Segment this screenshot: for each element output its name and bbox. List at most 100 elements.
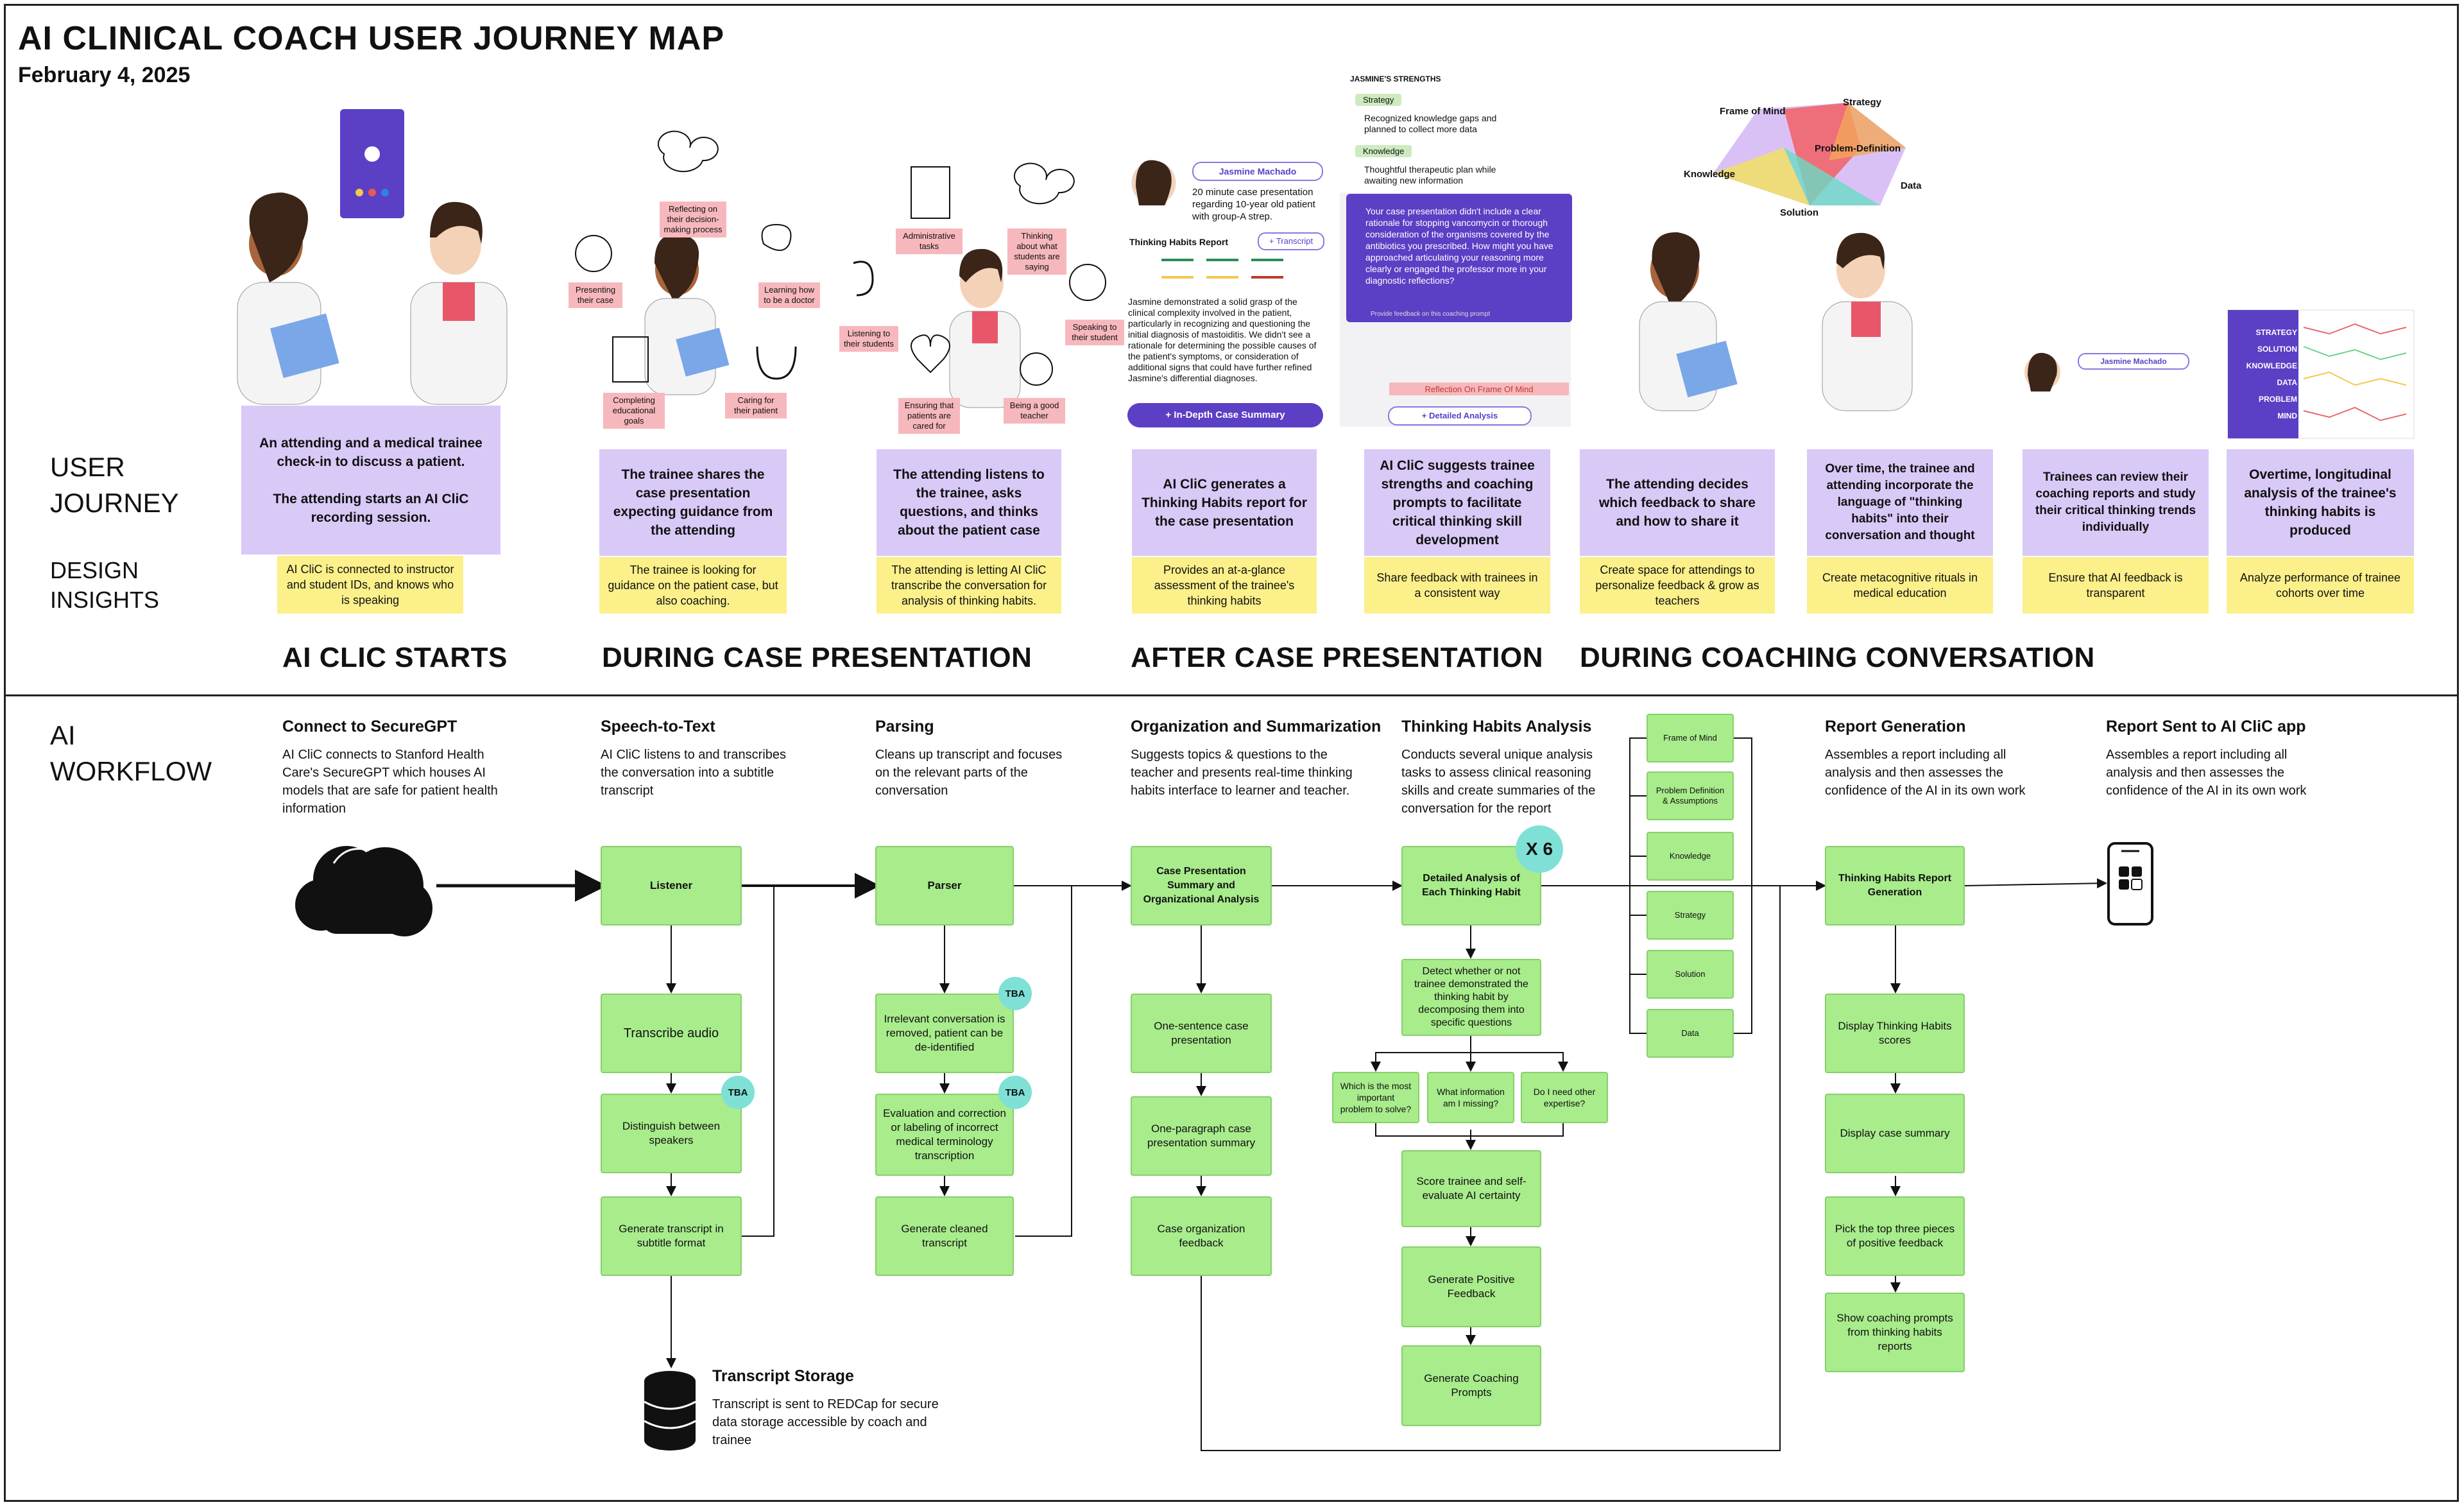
journey-step-language: Over time, the trainee and attending inc… — [1807, 449, 1993, 556]
insight-share: The trainee is looking for guidance on t… — [599, 557, 787, 614]
wf-title-organization: Organization and Summarization — [1131, 718, 1382, 736]
trend-label-problem: PROBLEM — [2259, 395, 2297, 404]
insight-listen: The attending is letting AI CliC transcr… — [877, 557, 1061, 614]
positive-feedback-step: Generate Positive Feedback — [1401, 1246, 1541, 1327]
journey-step-share: The trainee shares the case presentation… — [599, 449, 787, 556]
phase-ai-clic-starts: AI CLIC STARTS — [282, 642, 508, 673]
storage-title: Transcript Storage — [712, 1367, 854, 1385]
note-learning: Learning how to be a doctor — [758, 282, 820, 308]
page-title: AI CLINICAL COACH USER JOURNEY MAP — [18, 20, 725, 57]
trend-label-strategy: STRATEGY — [2255, 328, 2297, 337]
radar-label-solution: Solution — [1780, 207, 1818, 218]
transcript-button[interactable]: + Transcript — [1258, 232, 1324, 250]
note-good-teacher: Being a good teacher — [1004, 398, 1065, 424]
journey-step-report: AI CliC generates a Thinking Habits repo… — [1132, 449, 1317, 556]
note-ensuring-care: Ensuring that patients are cared for — [898, 398, 960, 434]
x6-badge: X 6 — [1516, 825, 1563, 873]
note-presenting: Presenting their case — [569, 282, 622, 308]
habit-knowledge: Knowledge — [1647, 832, 1734, 881]
habit-problem-definition: Problem Definition & Assumptions — [1647, 771, 1734, 820]
tba-badge-irrelevant: TBA — [998, 977, 1032, 1010]
habit-solution: Solution — [1647, 950, 1734, 999]
strength-tag-1: Strategy — [1355, 94, 1402, 106]
journey-step-review: Trainees can review their coaching repor… — [2023, 449, 2209, 556]
phase-during-coaching-conversation: DURING COACHING CONVERSATION — [1580, 642, 2095, 673]
database-icon — [644, 1371, 696, 1451]
wf-title-analysis: Thinking Habits Analysis — [1401, 718, 1592, 736]
distinguish-speakers-step: Distinguish between speakers — [601, 1094, 742, 1173]
coaching-doctors-illustration — [1639, 232, 1913, 411]
question-other-expertise: Do I need other expertise? — [1521, 1072, 1608, 1123]
map-frame — [4, 4, 2459, 1502]
radar-label-knowledge: Knowledge — [1684, 169, 1736, 180]
section-divider — [4, 694, 2459, 696]
wf-desc-connect: AI CliC connects to Stanford Health Care… — [282, 748, 498, 816]
note-caring: Caring for their patient — [725, 393, 787, 418]
journey-step-suggest: AI CliC suggests trainee strengths and c… — [1364, 449, 1550, 556]
note-speaking: Speaking to their student — [1065, 320, 1124, 345]
thinking-habits-radar-chart — [1713, 103, 1906, 205]
wf-desc-analysis: Conducts several unique analysis tasks t… — [1401, 748, 1596, 816]
in-depth-summary-button-bg — [1127, 403, 1323, 427]
wf-desc-app: Assembles a report including all analysi… — [2106, 748, 2307, 798]
strengths-heading: JASMINE'S STRENGTHS — [1350, 74, 1441, 83]
design-insights-label: DESIGN INSIGHTS — [50, 557, 160, 613]
trainee-presenting-illustration — [644, 234, 730, 395]
tba-badge-terminology: TBA — [998, 1076, 1032, 1109]
trend-labels: STRATEGY SOLUTION KNOWLEDGE DATA PROBLEM… — [2233, 324, 2297, 424]
detect-habit-step: Detect whether or not trainee demonstrat… — [1401, 959, 1541, 1036]
in-depth-summary-button[interactable]: + In-Depth Case Summary — [1165, 409, 1285, 420]
display-scores-step: Display Thinking Habits scores — [1825, 994, 1965, 1073]
display-summary-step: Display case summary — [1825, 1094, 1965, 1173]
score-trainee-step: Score trainee and self-evaluate AI certa… — [1401, 1150, 1541, 1227]
question-important-problem: Which is the most important problem to s… — [1332, 1072, 1419, 1123]
generate-transcript-step: Generate transcript in subtitle format — [601, 1196, 742, 1276]
transcribe-audio-step: Transcribe audio — [601, 994, 742, 1073]
radar-label-frame-of-mind: Frame of Mind — [1720, 106, 1786, 117]
cloud-icon — [295, 846, 432, 936]
strength-text-1: Recognized knowledge gaps and planned to… — [1364, 113, 1497, 134]
insight-report: Provides an at-a-glance assessment of th… — [1132, 557, 1317, 614]
habit-frame-of-mind: Frame of Mind — [1647, 714, 1734, 762]
note-thinking: Thinking about what students are saying — [1007, 228, 1066, 275]
journey-step-longitudinal: Overtime, longitudinal analysis of the t… — [2227, 449, 2414, 556]
strength-tag-2: Knowledge — [1355, 145, 1412, 157]
phase-during-case-presentation: DURING CASE PRESENTATION — [602, 642, 1032, 673]
report-name-chip: Jasmine Machado — [1192, 162, 1323, 181]
attending-listening-illustration — [949, 248, 1021, 408]
detailed-analysis-button[interactable]: + Detailed Analysis — [1388, 406, 1532, 426]
one-sentence-step: One-sentence case presentation — [1131, 994, 1272, 1073]
wf-title-app: Report Sent to AI CliC app — [2106, 718, 2306, 736]
wf-desc-speech: AI CliC listens to and transcribes the c… — [601, 748, 787, 798]
coaching-prompt-text: Your case presentation didn't include a … — [1365, 206, 1553, 286]
correct-terminology-step: Evaluation and correction or labeling of… — [875, 1094, 1014, 1176]
wf-title-parsing: Parsing — [875, 718, 934, 736]
trend-label-knowledge: KNOWLEDGE — [2246, 361, 2297, 370]
journey-step-checkin: An attending and a medical trainee check… — [241, 406, 501, 555]
insight-suggest: Share feedback with trainees in a consis… — [1364, 557, 1550, 614]
habit-data: Data — [1647, 1009, 1734, 1058]
wf-desc-report: Assembles a report including all analysi… — [1825, 748, 2026, 798]
show-coaching-prompts-step: Show coaching prompts from thinking habi… — [1825, 1293, 1965, 1372]
tba-badge-speakers: TBA — [721, 1076, 755, 1109]
storage-desc: Transcript is sent to REDCap for secure … — [712, 1397, 939, 1447]
radar-label-data: Data — [1901, 180, 1922, 191]
doctors-checkin-illustration — [237, 193, 508, 405]
one-paragraph-step: One-paragraph case presentation summary — [1131, 1096, 1272, 1176]
reflection-label: Reflection On Frame Of Mind — [1425, 384, 1534, 394]
report-heading: Thinking Habits Report — [1129, 237, 1228, 247]
note-completing-goals: Completing educational goals — [603, 393, 665, 429]
trend-label-solution: SOLUTION — [2257, 345, 2297, 354]
wf-desc-organization: Suggests topics & questions to the teach… — [1131, 748, 1353, 798]
wf-title-speech: Speech-to-Text — [601, 718, 715, 736]
mini-report-name: Jasmine Machado — [2078, 353, 2189, 370]
journey-step-decide: The attending decides which feedback to … — [1580, 449, 1775, 556]
strength-text-2: Thoughtful therapeutic plan while awaiti… — [1364, 164, 1496, 185]
coaching-prompts-step: Generate Coaching Prompts — [1401, 1345, 1541, 1426]
question-missing-info: What information am I missing? — [1427, 1072, 1514, 1123]
insight-longitudinal: Analyze performance of trainee cohorts o… — [2227, 557, 2414, 614]
phone-icon — [2107, 842, 2153, 926]
organization-feedback-step: Case organization feedback — [1131, 1196, 1272, 1276]
note-reflecting: Reflecting on their decision-making proc… — [660, 202, 726, 237]
